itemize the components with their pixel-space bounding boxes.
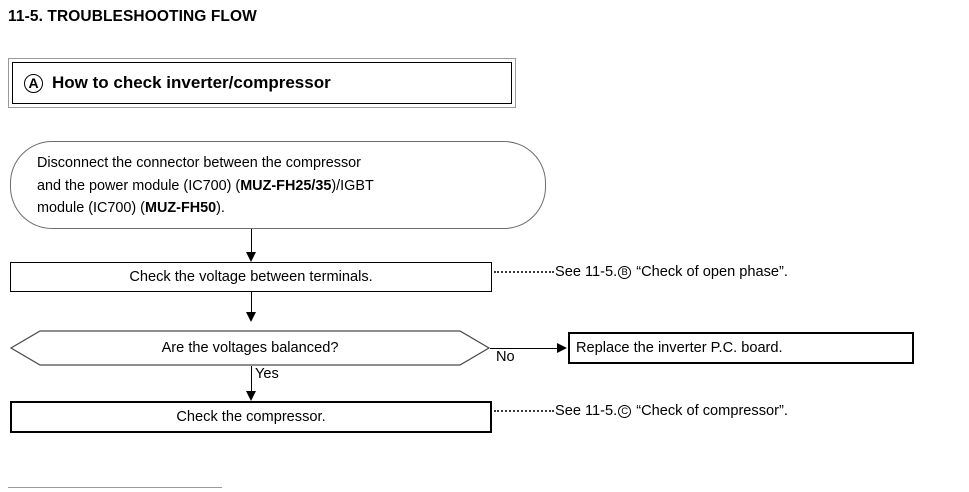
disconnect-line3-c: ). (216, 200, 225, 216)
page-title: 11-5. TROUBLESHOOTING FLOW (8, 8, 257, 25)
connector-line (250, 366, 252, 394)
section-header-inner-frame: A How to check inverter/compressor (12, 62, 512, 104)
hexagon-shape-icon (10, 330, 490, 366)
note-compressor-suffix: “Check of compressor”. (632, 403, 788, 419)
note-compressor-prefix: See 11-5. (555, 403, 618, 419)
arrowhead-down-icon (245, 252, 256, 262)
section-header-banner: A How to check inverter/compressor (8, 58, 516, 108)
section-header-title: How to check inverter/compressor (52, 73, 331, 92)
disconnect-line1: Disconnect the connector between the com… (37, 155, 361, 171)
circled-letter-c-icon: C (618, 405, 632, 419)
dotted-leader-icon (494, 270, 554, 274)
circled-letter-a-icon: A (24, 73, 43, 93)
flow-node-replace-inverter-pcb: Replace the inverter P.C. board. (568, 332, 914, 364)
footer-divider (8, 487, 222, 488)
flow-node-disconnect: Disconnect the connector between the com… (10, 141, 546, 229)
flow-node-replace-inverter-pcb-label: Replace the inverter P.C. board. (576, 340, 783, 356)
flow-node-disconnect-text: Disconnect the connector between the com… (37, 152, 529, 220)
arrowhead-down-icon (245, 312, 256, 322)
note-open-phase: See 11-5.B “Check of open phase”. (494, 264, 788, 280)
note-open-phase-suffix: “Check of open phase”. (632, 264, 788, 280)
circled-letter-b-icon: B (618, 266, 632, 280)
flow-node-decision-label: Are the voltages balanced? (161, 340, 339, 356)
branch-label-yes: Yes (255, 366, 279, 382)
branch-label-no: No (496, 349, 515, 365)
connector-line (490, 347, 560, 349)
dotted-leader-icon (494, 409, 554, 413)
arrowhead-right-icon (557, 342, 567, 353)
disconnect-line2-c: )/IGBT (331, 177, 374, 194)
arrowhead-down-icon (245, 391, 256, 401)
note-open-phase-text: See 11-5.B “Check of open phase”. (555, 264, 788, 280)
disconnect-line2-a: and the power module (IC700) ( (37, 177, 241, 194)
note-compressor-text: See 11-5.C “Check of compressor”. (555, 403, 788, 419)
flow-node-check-voltage: Check the voltage between terminals. (10, 262, 492, 292)
note-compressor: See 11-5.C “Check of compressor”. (494, 403, 788, 419)
model-muz-fh50: MUZ-FH50 (144, 200, 217, 216)
connector-line (250, 229, 252, 255)
flow-node-check-voltage-label: Check the voltage between terminals. (129, 269, 373, 285)
note-open-phase-prefix: See 11-5. (555, 264, 618, 280)
flow-node-decision-voltages-balanced: Are the voltages balanced? (10, 330, 490, 366)
disconnect-line3-a: module (IC700) ( (37, 200, 145, 216)
model-muz-fh25-35: MUZ-FH25/35 (240, 177, 332, 194)
flow-node-check-compressor-label: Check the compressor. (176, 409, 326, 425)
flow-node-check-compressor: Check the compressor. (10, 401, 492, 433)
connector-line (250, 292, 252, 314)
